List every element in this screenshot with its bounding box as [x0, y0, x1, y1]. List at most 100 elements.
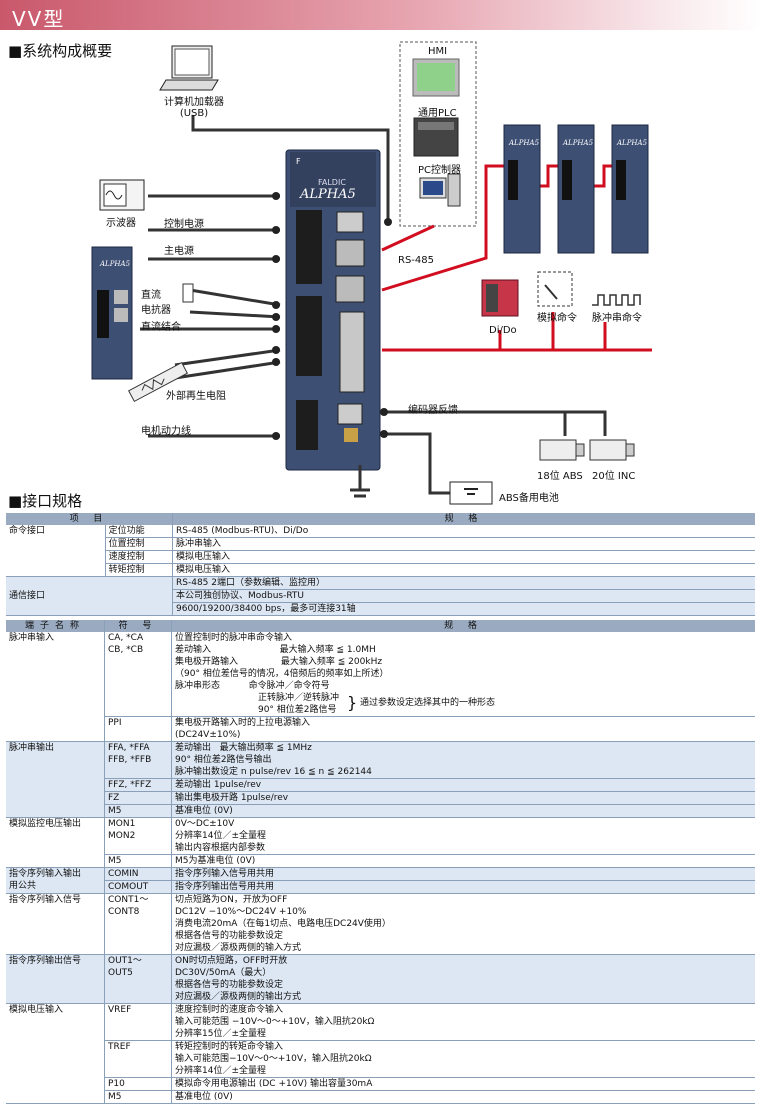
inc20-label: 20位 INC [592, 471, 636, 482]
row-name: 模拟监控电压输出 [6, 817, 105, 868]
row-name: 脉冲串输出 [6, 741, 105, 818]
cell-text: (USB) [179, 108, 209, 119]
table-row: 位置控制脉冲串输入 [6, 537, 755, 551]
pc-loader-label: 计算机加载器(USB) [154, 93, 234, 119]
external-resistor-label: 外部再生电阻 [166, 391, 226, 402]
row-name: 通信接口 [6, 576, 173, 616]
abs18-label: 18位 ABS [537, 471, 583, 482]
cell-text: CA, *CA CB, *CB [104, 632, 172, 717]
cell-text: P10 [104, 1077, 172, 1091]
table-row: 指令序列输入输出 用公共 COMIN 指令序列输入信号用共用 [6, 867, 755, 894]
table-row: 本公司独创协议、Modbus-RTU [6, 589, 755, 603]
table-row: 命令接口 定位功能 RS-485 (Modbus-RTU)、Di/Do [6, 525, 755, 577]
cell-text: ON时切点短路，OFF时开放 DC30V/50mA（最大） 根据各信号的功能参数… [171, 954, 755, 1004]
table-row: 通信接口 RS-485 2端口（参数编辑、监控用） [6, 576, 755, 616]
cell-text: 脉冲串输入 [172, 537, 755, 551]
rs485-label: RS-485 [398, 255, 434, 266]
col-spec: 规 格 [171, 620, 755, 632]
plc-label: 通用PLC [418, 108, 457, 119]
table-row: 指令序列输入信号 CONT1～ CONT8 切点短路为ON，开放为OFF DC1… [6, 893, 755, 955]
cell-text: RS-485 (Modbus-RTU)、Di/Do [172, 525, 755, 538]
page-title: VV型 [12, 7, 66, 31]
cell-text: OUT1～ OUT5 [104, 954, 172, 1004]
cell-text: 基准电位 (0V) [171, 1090, 755, 1104]
table-row: 模拟电压输入 VREF 速度控制时的速度命令输入 输入可能范围 −10V～0～+… [6, 1003, 755, 1104]
cell-text: M5 [104, 854, 172, 868]
control-power-label: 控制电源 [164, 219, 204, 230]
abs-battery-label: ABS备用电池 [499, 493, 559, 504]
cell-text: 模拟电压输入 [172, 550, 755, 564]
page-header: VV型 [0, 0, 761, 31]
cell-text: 速度控制时的速度命令输入 输入可能范围 −10V～0～+10V，输入阻抗20kΩ… [171, 1003, 755, 1041]
table-cell: 位置控制时的脉冲串命令输入 差动输入 最大输入频率 ≦ 1.0MH 集电极开路输… [171, 632, 755, 717]
col-item: 项 目 [6, 513, 173, 525]
section-system-title: ■系统构成概要 [8, 42, 113, 60]
cell-text: COMIN [104, 867, 172, 881]
table-row: 脉冲串输出 FFA, *FFA FFB, *FFB 差动输出 最大输出频率 ≦ … [6, 741, 755, 818]
drive-brand: FALDIC [318, 178, 346, 187]
drive-model: ALPHA5 [299, 187, 356, 202]
svg-text:F: F [296, 157, 301, 166]
cell-text: 0V～DC±10V 分辨率14位／±全量程 输出内容根据内部参数 [171, 817, 755, 855]
section-interface-title: ■接口规格 [8, 492, 83, 510]
svg-text:ALPHA5: ALPHA5 [562, 139, 594, 147]
cell-text: 计算机加载器 [164, 97, 224, 108]
cell-text: FZ [104, 791, 172, 805]
oscilloscope-label: 示波器 [106, 218, 136, 229]
cell-text: 转矩控制 [104, 563, 173, 577]
cell-text: 输出集电极开路 1pulse/rev [171, 791, 755, 805]
row-name: 指令序列输入信号 [6, 893, 105, 955]
analog-command-label: 模拟命令 [537, 313, 577, 324]
cell-text: 转矩控制时的转矩命令输入 输入可能范围−10V～0～+10V，输入阻抗20kΩ … [171, 1040, 755, 1078]
cell-text: 直流 [141, 290, 161, 301]
pulse-command-label: 脉冲串命令 [592, 313, 642, 324]
cell-text: 差动输出 1pulse/rev [171, 778, 755, 792]
svg-text:ALPHA5: ALPHA5 [99, 260, 131, 268]
cell-text: 差动输出 最大输出频率 ≦ 1MHz 90° 相位差2路信号输出 脉冲输出数设定… [171, 741, 755, 779]
cell-text: MON1 MON2 [104, 817, 172, 855]
system-diagram: F FALDIC ALPHA5 ALPHA5 [91, 41, 652, 505]
cell-text: PPI [104, 716, 172, 742]
brace-icon: } [347, 693, 358, 712]
cell-text: RS-485 2端口（参数编辑、监控用） [172, 576, 755, 590]
dc-reactor-label: 直流电抗器 [141, 286, 171, 316]
col-symbol: 符 号 [104, 620, 172, 632]
cell-text: VREF [104, 1003, 172, 1041]
main-power-label: 主电源 [164, 246, 194, 257]
cell-text: 指令序列输入信号用共用 [171, 867, 755, 881]
table-row: 脉冲串输入 CA, *CA CB, *CB 位置控制时的脉冲串命令输入 差动输入… [6, 632, 755, 742]
dc-coupling-label: 直流结合 [141, 322, 181, 333]
cell-text: 定位功能 [104, 525, 173, 538]
row-name: 命令接口 [6, 525, 106, 577]
cell-text: FFZ, *FFZ [104, 778, 172, 792]
svg-text:ALPHA5: ALPHA5 [616, 139, 648, 147]
cell-text: 9600/19200/38400 bps，最多可连接31轴 [172, 602, 755, 616]
pulse-note: 通过参数设定选择其中的一种形态 [360, 698, 496, 708]
cell-text: 集电极开路输入时的上拉电源输入 (DC24V±10%) [171, 716, 755, 742]
cell-text: COMOUT [104, 880, 172, 894]
cell-text: 模拟命令用电源输出 (DC +10V) 输出容量30mA [171, 1077, 755, 1091]
svg-text:ALPHA5: ALPHA5 [508, 139, 540, 147]
row-name: 指令序列输入输出 用公共 [6, 867, 105, 894]
cell-text: M5 [104, 804, 172, 818]
cell-text: 位置控制 [104, 537, 173, 551]
table-row: 指令序列输出信号 OUT1～ OUT5 ON时切点短路，OFF时开放 DC30V… [6, 954, 755, 1004]
cell-text: 基准电位 (0V) [171, 804, 755, 818]
table-row: 9600/19200/38400 bps，最多可连接31轴 [6, 602, 755, 616]
table-row: 转矩控制模拟电压输入 [6, 563, 755, 577]
cell-text: 模拟电压输入 [172, 563, 755, 577]
cell-text: M5 [104, 1090, 172, 1104]
dido-label: Di/Do [489, 325, 517, 336]
row-name: 指令序列输出信号 [6, 954, 105, 1004]
cell-text: 指令序列输出信号用共用 [171, 880, 755, 894]
terminal-spec-table: 端子名称 符 号 规 格 脉冲串输入 CA, *CA CB, *CB 位置控制时… [6, 620, 755, 1104]
table-row: 端子名称 符 号 规 格 [6, 620, 755, 632]
cell-text: 电抗器 [141, 305, 171, 316]
hmi-label: HMI [428, 46, 448, 57]
